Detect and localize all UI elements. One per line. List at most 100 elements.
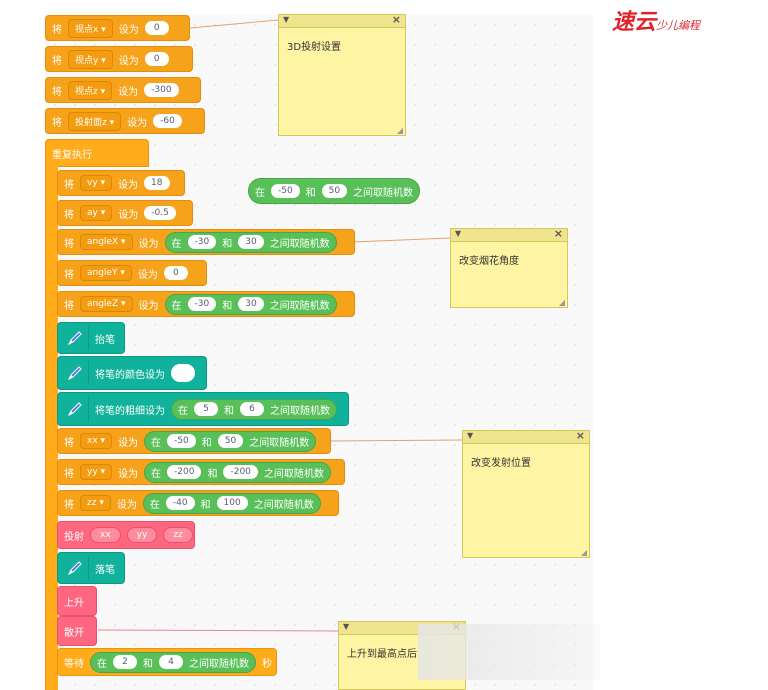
min-input[interactable]: 5: [194, 402, 218, 416]
max-input[interactable]: 30: [238, 235, 264, 249]
note-header[interactable]: ▼×: [463, 429, 589, 444]
max-input[interactable]: 100: [216, 496, 248, 510]
pen-up-block[interactable]: 抬笔: [57, 322, 125, 354]
collapse-icon[interactable]: ▼: [343, 622, 350, 631]
set-angley-block[interactable]: 将 angleY 设为 0: [57, 260, 207, 286]
variable-dropdown[interactable]: yy: [80, 464, 113, 480]
repeat-forever-block[interactable]: 重复执行: [45, 139, 149, 167]
note-text[interactable]: 上升到最高点后: [347, 649, 417, 660]
pen-color-block[interactable]: 将笔的颜色设为: [57, 356, 207, 390]
close-icon[interactable]: ×: [391, 13, 401, 26]
variable-dropdown[interactable]: angleZ: [80, 296, 133, 312]
collapse-icon[interactable]: ▼: [455, 229, 462, 238]
scatter-label: 散开: [64, 627, 84, 639]
min-input[interactable]: -200: [167, 465, 202, 479]
resize-grip-icon[interactable]: ◢: [396, 126, 403, 135]
color-picker[interactable]: [171, 364, 195, 382]
collapse-icon[interactable]: ▼: [467, 431, 474, 440]
random-reporter[interactable]: 在 2 和 4 之间取随机数: [90, 651, 256, 673]
and-label: 和: [143, 658, 153, 670]
loose-random-reporter[interactable]: 在 -50 和 50 之间取随机数: [248, 178, 420, 204]
set-viewx-block[interactable]: 将 视点x 设为 0: [45, 15, 190, 41]
set-yy-block[interactable]: 将 yy 设为 在 -200 和 -200 之间取随机数: [57, 459, 345, 485]
pen-down-block[interactable]: 落笔: [57, 552, 125, 584]
note-header[interactable]: ▼×: [279, 13, 405, 28]
variable-dropdown[interactable]: vy: [80, 175, 113, 191]
set-anglex-block[interactable]: 将 angleX 设为 在 -30 和 30 之间取随机数: [57, 229, 355, 255]
set-vy-block[interactable]: 将 vy 设为 18: [57, 170, 185, 196]
value-input[interactable]: 0: [144, 21, 169, 35]
resize-grip-icon[interactable]: ◢: [558, 298, 565, 307]
set-anglez-block[interactable]: 将 angleZ 设为 在 -30 和 30 之间取随机数: [57, 291, 355, 317]
max-input[interactable]: 50: [321, 184, 347, 198]
max-input[interactable]: -200: [223, 465, 258, 479]
min-input[interactable]: -30: [187, 297, 217, 311]
set-ay-block[interactable]: 将 ay 设为 -0.5: [57, 200, 193, 226]
variable-dropdown[interactable]: zz: [80, 495, 111, 511]
note-header[interactable]: ▼×: [451, 227, 567, 242]
note-text[interactable]: 改变发射位置: [471, 458, 531, 469]
random-label: 之间取随机数: [263, 468, 324, 480]
set-projz-block[interactable]: 将 投射面z 设为 -60: [45, 108, 205, 134]
resize-grip-icon[interactable]: ◢: [580, 548, 587, 557]
value-input[interactable]: 18: [144, 176, 170, 190]
min-input[interactable]: -40: [165, 496, 195, 510]
variable-dropdown[interactable]: 视点x: [68, 18, 113, 38]
set-label: 将: [52, 117, 62, 129]
value-input[interactable]: -0.5: [144, 206, 176, 220]
value-input[interactable]: 0: [144, 52, 169, 66]
comment-note[interactable]: ▼× 改变发射位置 ◢: [462, 429, 590, 558]
rise-block[interactable]: 上升: [57, 586, 97, 616]
variable-dropdown[interactable]: 视点y: [68, 49, 113, 69]
max-input[interactable]: 4: [159, 655, 183, 669]
variable-dropdown[interactable]: xx: [80, 433, 113, 449]
max-input[interactable]: 50: [217, 434, 244, 448]
variable-dropdown[interactable]: ay: [80, 205, 113, 221]
set-viewy-block[interactable]: 将 视点y 设为 0: [45, 46, 193, 72]
project-block[interactable]: 投射 xx yy zz: [57, 521, 195, 549]
random-reporter[interactable]: 在 -200 和 -200 之间取随机数: [144, 461, 331, 483]
random-label: 之间取随机数: [269, 238, 330, 250]
max-input[interactable]: 30: [238, 297, 264, 311]
variable-dropdown[interactable]: angleY: [80, 265, 132, 281]
arg-xx[interactable]: xx: [90, 527, 121, 543]
random-reporter[interactable]: 在 -40 和 100 之间取随机数: [142, 492, 321, 514]
pen-size-block[interactable]: 将笔的粗细设为 在 5 和 6 之间取随机数: [57, 392, 349, 426]
max-input[interactable]: 6: [240, 402, 264, 416]
set-viewz-block[interactable]: 将 视点z 设为 -300: [45, 77, 201, 103]
arg-zz[interactable]: zz: [163, 527, 193, 543]
and-label: 和: [224, 405, 234, 417]
set-label: 将: [52, 24, 62, 36]
variable-dropdown[interactable]: 视点z: [68, 80, 113, 100]
close-icon[interactable]: ×: [553, 227, 563, 240]
random-reporter[interactable]: 在 -30 和 30 之间取随机数: [164, 231, 337, 253]
variable-dropdown[interactable]: angleX: [80, 234, 133, 250]
set-zz-block[interactable]: 将 zz 设为 在 -40 和 100 之间取随机数: [57, 490, 339, 516]
scatter-block[interactable]: 散开: [57, 616, 97, 646]
min-input[interactable]: 2: [113, 655, 137, 669]
set-xx-block[interactable]: 将 xx 设为 在 -50 和 50 之间取随机数: [57, 428, 331, 454]
min-input[interactable]: -50: [167, 434, 196, 448]
comment-note[interactable]: ▼× 3D投射设置 ◢: [278, 13, 406, 136]
close-icon[interactable]: ×: [575, 429, 585, 442]
note-text[interactable]: 3D投射设置: [287, 42, 342, 53]
min-input[interactable]: -50: [271, 184, 300, 198]
variable-dropdown[interactable]: 投射面z: [68, 111, 122, 131]
random-label: 之间取随机数: [253, 499, 314, 511]
random-reporter[interactable]: 在 5 和 6 之间取随机数: [171, 398, 337, 420]
wait-block[interactable]: 等待 在 2 和 4 之间取随机数 秒: [57, 648, 277, 676]
in-label: 在: [171, 300, 182, 312]
arg-yy[interactable]: yy: [126, 527, 158, 543]
to-label: 设为: [118, 468, 139, 480]
comment-note[interactable]: ▼× 改变烟花角度 ◢: [450, 227, 568, 308]
value-input[interactable]: -300: [144, 83, 179, 97]
wait-label: 等待: [64, 658, 84, 670]
set-label: 将: [52, 86, 62, 98]
random-reporter[interactable]: 在 -30 和 30 之间取随机数: [164, 293, 337, 315]
min-input[interactable]: -30: [187, 235, 217, 249]
random-reporter[interactable]: 在 -50 和 50 之间取随机数: [144, 430, 317, 452]
value-input[interactable]: -60: [153, 114, 182, 128]
note-text[interactable]: 改变烟花角度: [459, 256, 519, 267]
collapse-icon[interactable]: ▼: [283, 15, 290, 24]
value-input[interactable]: 0: [163, 266, 188, 280]
